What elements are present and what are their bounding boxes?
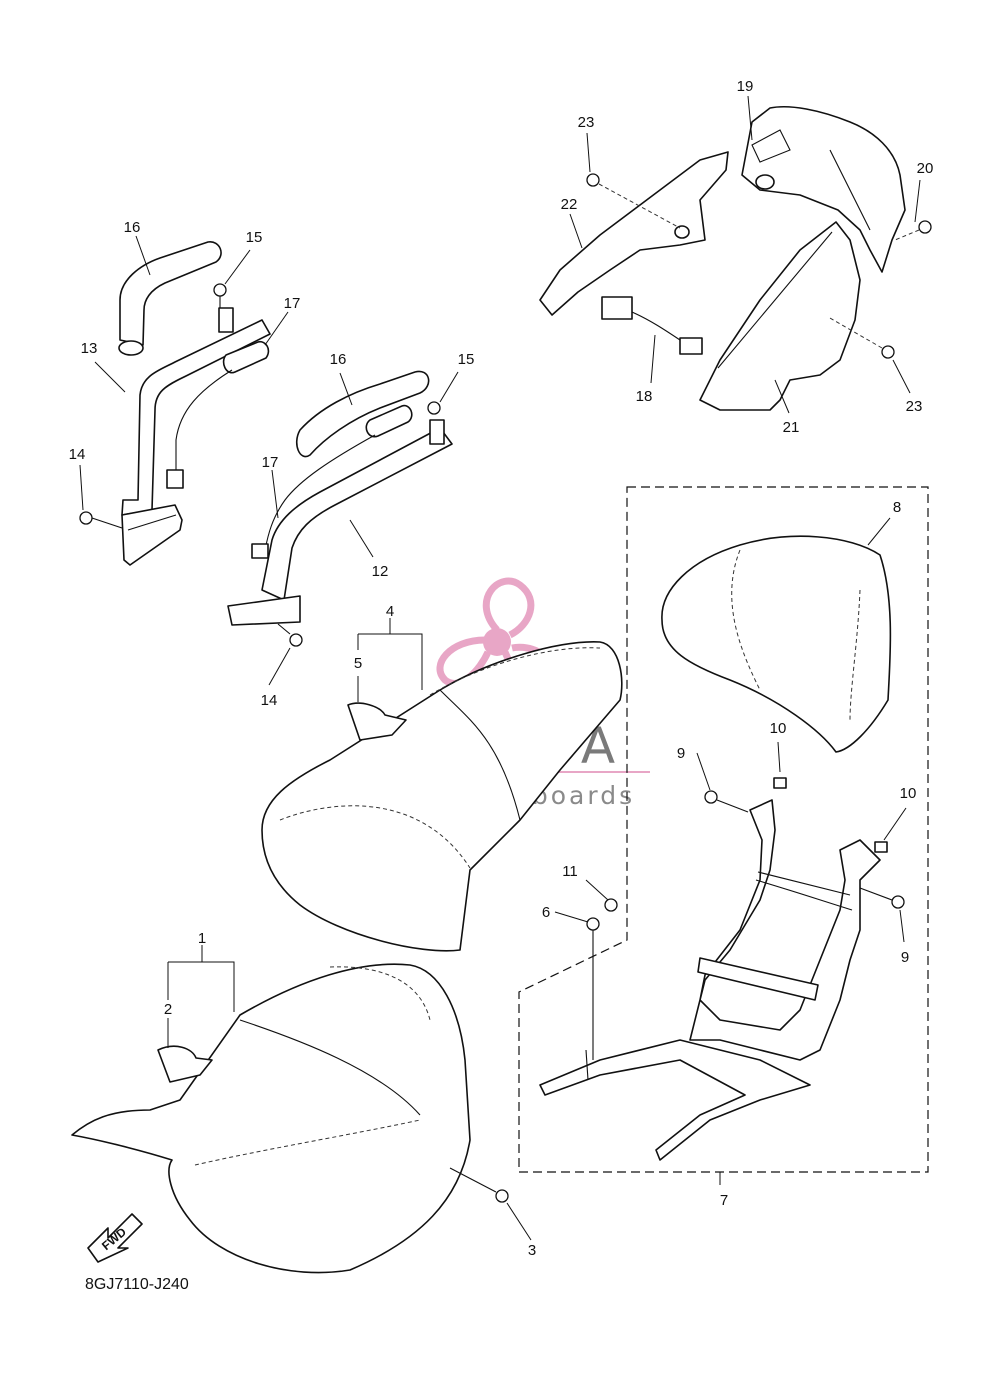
callout-5: 5 <box>354 655 362 672</box>
callout-labels: 1 2 3 4 5 6 7 8 9 9 10 10 11 12 13 14 14… <box>69 78 934 1259</box>
callout-21: 21 <box>783 419 800 436</box>
callout-9-upper: 9 <box>677 745 685 762</box>
callout-6: 6 <box>542 904 550 921</box>
rear-seat <box>261 641 623 952</box>
callout-23-lower: 23 <box>906 398 923 415</box>
callout-9-lower: 9 <box>901 949 909 966</box>
callout-17-right: 17 <box>262 454 279 471</box>
callout-14-left: 14 <box>69 446 86 463</box>
callout-15-right: 15 <box>458 351 475 368</box>
grab-rail-left <box>79 241 271 566</box>
callout-14-right: 14 <box>261 692 278 709</box>
callout-7: 7 <box>720 1192 728 1209</box>
callout-10-upper: 10 <box>770 720 787 737</box>
callout-18: 18 <box>636 388 653 405</box>
callout-22: 22 <box>561 196 578 213</box>
callout-13: 13 <box>81 340 98 357</box>
callout-23-upper: 23 <box>578 114 595 131</box>
callout-19: 19 <box>737 78 754 95</box>
callout-8: 8 <box>893 499 901 516</box>
callout-12: 12 <box>372 563 389 580</box>
rear-cowling-group <box>539 105 932 411</box>
diagram-code: 8GJ7110-J240 <box>85 1276 189 1293</box>
callout-17-left: 17 <box>284 295 301 312</box>
callout-4: 4 <box>386 603 394 620</box>
callout-15-left: 15 <box>246 229 263 246</box>
callout-3: 3 <box>528 1242 536 1259</box>
backrest-kit <box>518 486 929 1173</box>
leader-lines <box>79 95 921 1241</box>
grab-rail-right <box>227 370 453 647</box>
callout-16-left: 16 <box>124 219 141 236</box>
callout-2: 2 <box>164 1001 172 1018</box>
fwd-arrow-icon: FWD <box>87 1213 143 1263</box>
callout-10-lower: 10 <box>900 785 917 802</box>
callout-11: 11 <box>562 863 578 880</box>
callout-16-right: 16 <box>330 351 347 368</box>
propeller-hub-icon <box>483 628 511 656</box>
front-seat <box>71 963 509 1274</box>
callout-1: 1 <box>198 930 206 947</box>
callout-20: 20 <box>917 160 934 177</box>
